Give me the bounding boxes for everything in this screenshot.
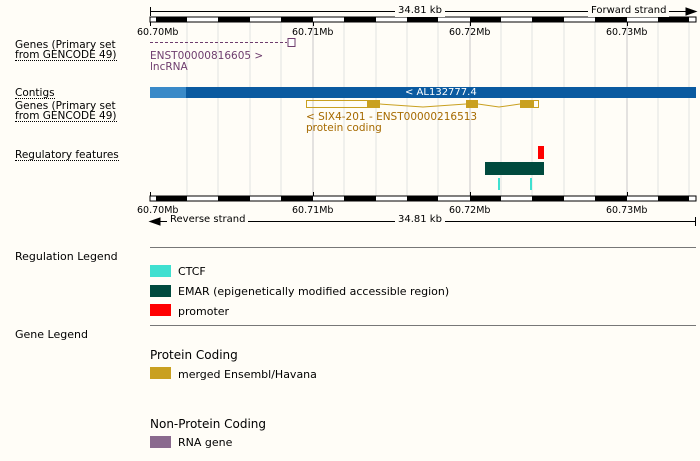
ctcf-swatch [150,265,171,277]
track-label-genes-forward[interactable]: Genes (Primary set from GENCODE 49) [15,40,117,61]
tick-label: 60.70Mb [137,27,179,38]
promoter-swatch [150,304,171,316]
tick-label: 60.73Mb [606,205,648,216]
tick-label: 60.72Mb [449,27,491,38]
six4-transcript[interactable] [306,100,539,108]
emar-legend-label: EMAR (epigenetically modified accessible… [178,285,450,298]
track-label-line: Genes (Primary set [15,100,116,112]
track-label-regulatory[interactable]: Regulatory features [15,149,119,161]
track-label-line: from GENCODE 49) [15,49,117,61]
regulatory-features[interactable] [485,146,544,190]
tick-label: 60.72Mb [449,205,491,216]
merged-ensembl-havana-swatch [150,367,171,379]
track-label-contigs[interactable]: Contigs [15,87,55,99]
six4-biotype-label: protein coding [306,122,382,134]
track-label-line: from GENCODE 49) [15,110,117,122]
emar-swatch [150,285,171,297]
lncrna-id-label[interactable]: ENST00000816605 > [150,50,264,62]
ctcf-feature-2 [530,178,532,190]
protein-coding-heading: Protein Coding [150,348,238,362]
major-grid-lines [312,22,628,196]
forward-length-label: 34.81 kb [395,5,445,17]
regulation-legend-title: Regulation Legend [15,250,118,263]
merged-ensembl-havana-label: merged Ensembl/Havana [178,368,317,381]
emar-feature [485,162,544,175]
reverse-length-label: 34.81 kb [395,214,445,226]
tick-label: 60.71Mb [292,205,334,216]
forward-strand-label: Forward strand [588,5,670,17]
ctcf-legend-label: CTCF [178,265,206,278]
contig-bar[interactable] [150,87,696,98]
promoter-feature [538,146,544,159]
tick-label: 60.73Mb [606,27,648,38]
lncrna-transcript[interactable] [150,38,296,47]
rna-gene-swatch [150,436,171,448]
six4-id-label[interactable]: < SIX4-201 - ENST00000216513 [306,111,478,123]
tick-label: 60.71Mb [292,27,334,38]
contig-label[interactable]: < AL132777.4 [405,87,477,98]
lncrna-biotype-label: lncRNA [150,61,188,73]
rna-gene-label: RNA gene [178,436,233,449]
track-label-line: Genes (Primary set [15,39,116,51]
divider [150,247,696,248]
tick-label: 60.70Mb [137,205,179,216]
reverse-ruler [149,192,697,202]
promoter-legend-label: promoter [178,305,230,318]
grid-lines [186,22,690,196]
track-label-genes-reverse[interactable]: Genes (Primary set from GENCODE 49) [15,101,117,122]
forward-ruler [149,16,697,26]
ctcf-feature-1 [498,178,500,190]
non-protein-coding-heading: Non-Protein Coding [150,417,267,431]
reverse-strand-label: Reverse strand [167,214,249,226]
gene-legend-title: Gene Legend [15,328,88,341]
divider [150,325,696,326]
